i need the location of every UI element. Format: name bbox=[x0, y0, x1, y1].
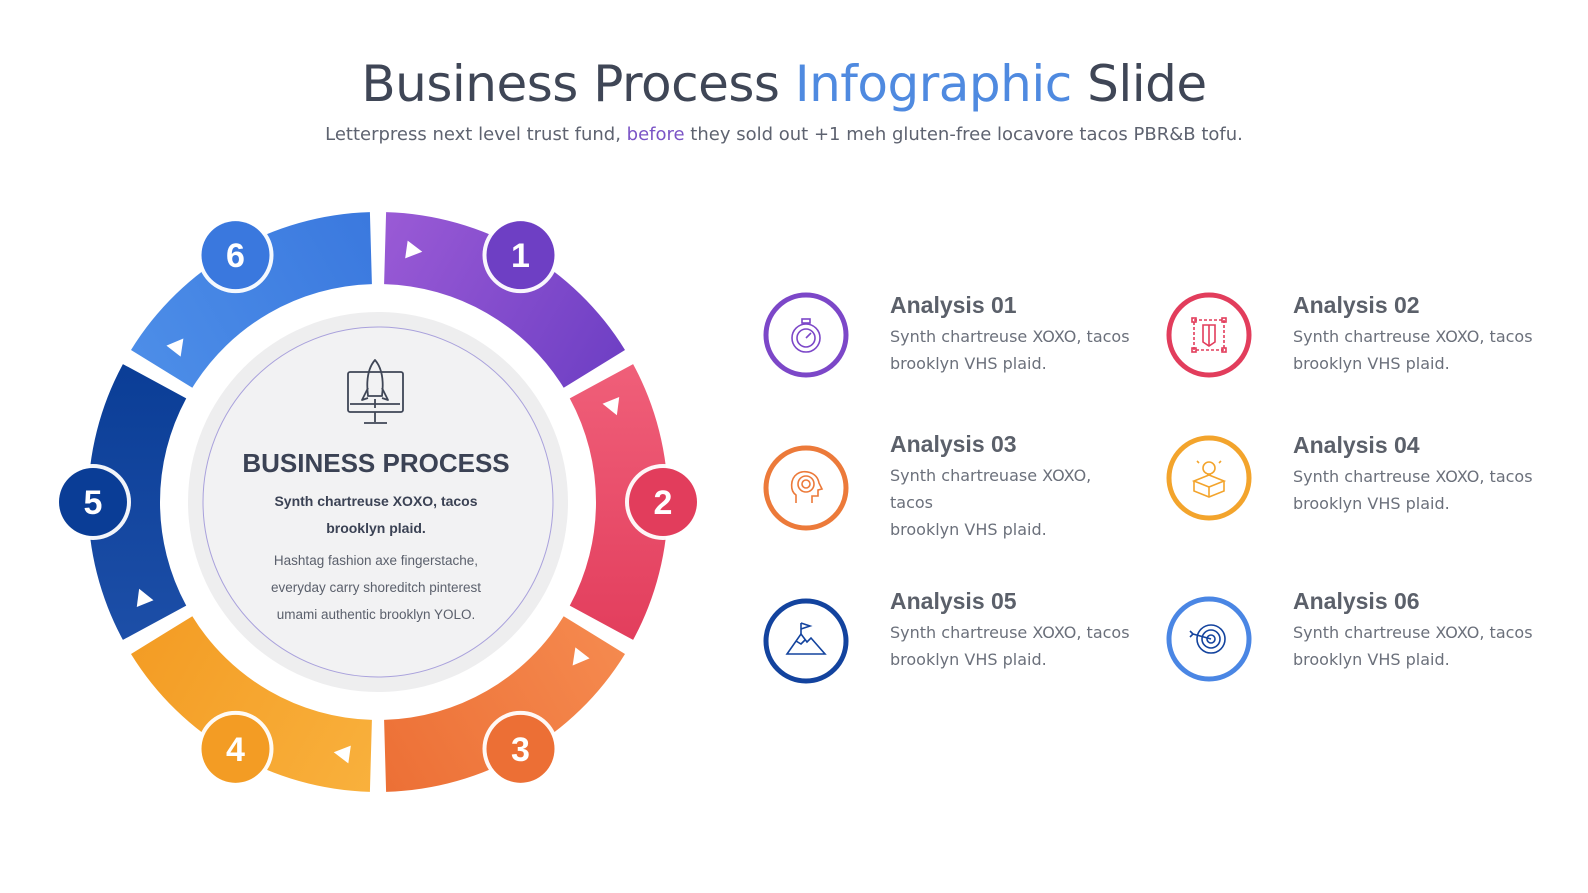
segment-3-arrow bbox=[572, 647, 590, 666]
center-subtitle: Synth chartreuse XOXO, tacos brooklyn pla… bbox=[236, 488, 516, 542]
segment-1-arrow bbox=[405, 240, 423, 259]
analysis-02-badge bbox=[1166, 292, 1252, 378]
center-body-line-1: Hashtag fashion axe fingerstache, bbox=[273, 553, 479, 568]
analysis-03-badge bbox=[763, 445, 849, 531]
center-subtitle-line-2: brooklyn plaid. bbox=[326, 520, 426, 536]
segment-6 bbox=[130, 212, 372, 388]
segment-4 bbox=[130, 616, 372, 792]
segment-2-badge: 2 bbox=[625, 464, 701, 540]
analysis-05-desc: Synth chartreuse XOXO, tacos brooklyn VHS… bbox=[890, 619, 1130, 673]
analysis-06-title: Analysis 06 bbox=[1293, 588, 1420, 614]
title-accent: Infographic bbox=[794, 55, 1072, 113]
analysis-06-badge bbox=[1166, 596, 1252, 682]
stopwatch-icon bbox=[791, 318, 821, 353]
analysis-04-title: Analysis 04 bbox=[1293, 432, 1420, 458]
segment-4-badge: 4 bbox=[197, 710, 274, 787]
segment-1-badge: 1 bbox=[482, 217, 559, 294]
analysis-04-desc-line-1: Synth chartreuse XOXO, tacos bbox=[1293, 467, 1533, 486]
analysis-02-desc: Synth chartreuse XOXO, tacos brooklyn VHS… bbox=[1293, 323, 1533, 377]
analysis-02-title: Analysis 02 bbox=[1293, 292, 1420, 318]
center-body: Hashtag fashion axe fingerstache, everyda… bbox=[236, 547, 516, 628]
analysis-02-desc-line-1: Synth chartreuse XOXO, tacos bbox=[1293, 327, 1533, 346]
analysis-03-desc: Synth chartreuase XOXO, tacos brooklyn VH… bbox=[890, 462, 1130, 543]
analysis-03-desc-line-1: Synth chartreuase XOXO, tacos bbox=[890, 466, 1092, 512]
target-icon bbox=[1189, 624, 1226, 654]
center-title: BUSINESS PROCESS bbox=[242, 448, 510, 478]
title-part-3: Slide bbox=[1071, 55, 1207, 113]
page-title: Business Process Infographic Slide bbox=[0, 55, 1568, 113]
center-subtitle-line-1: Synth chartreuse XOXO, tacos bbox=[274, 493, 478, 509]
idea-box-icon bbox=[1191, 460, 1227, 498]
rocket-monitor-icon bbox=[347, 359, 404, 424]
subtitle-part-1: Letterpress next level trust fund, bbox=[325, 124, 627, 145]
segment-1 bbox=[384, 212, 626, 388]
process-wheel: 1 2 3 4 5 6 bbox=[55, 212, 701, 792]
analysis-05-title: Analysis 05 bbox=[890, 588, 1017, 614]
segment-3-badge: 3 bbox=[482, 710, 559, 787]
analysis-06-desc-line-2: brooklyn VHS plaid. bbox=[1293, 650, 1450, 669]
center-body-line-2: everyday carry shoreditch pinterest bbox=[270, 580, 482, 595]
segment-3-number: 3 bbox=[511, 731, 530, 769]
page-subtitle: Letterpress next level trust fund, befor… bbox=[0, 124, 1568, 145]
analysis-06-desc: Synth chartreuse XOXO, tacos brooklyn VHS… bbox=[1293, 619, 1533, 673]
segment-6-arrow bbox=[166, 338, 184, 357]
segment-1-number: 1 bbox=[511, 237, 530, 275]
segments-layer: 1 2 3 4 5 6 bbox=[55, 212, 701, 792]
mountain-flag-icon bbox=[785, 622, 827, 655]
segment-5-arrow bbox=[136, 588, 154, 608]
analysis-03-desc-line-2: brooklyn VHS plaid. bbox=[890, 520, 1047, 539]
segment-3 bbox=[384, 616, 626, 792]
analysis-01-title: Analysis 01 bbox=[890, 292, 1017, 318]
segment-6-number: 6 bbox=[226, 237, 245, 275]
segment-2-arrow bbox=[602, 396, 620, 416]
analysis-03-title: Analysis 03 bbox=[890, 431, 1017, 457]
subtitle-part-3: they sold out +1 meh gluten-free locavor… bbox=[684, 124, 1243, 145]
analysis-01-desc-line-1: Synth chartreuse XOXO, tacos bbox=[890, 327, 1130, 346]
subtitle-highlight: before bbox=[626, 124, 685, 145]
segment-5 bbox=[88, 364, 187, 640]
analysis-04-badge bbox=[1166, 435, 1252, 521]
segment-6-badge: 6 bbox=[197, 217, 274, 294]
analysis-05-desc-line-1: Synth chartreuse XOXO, tacos bbox=[890, 623, 1130, 642]
analysis-06-desc-line-1: Synth chartreuse XOXO, tacos bbox=[1293, 623, 1533, 642]
segment-5-number: 5 bbox=[84, 484, 103, 522]
analysis-01-badge bbox=[763, 292, 849, 378]
analysis-02-desc-line-2: brooklyn VHS plaid. bbox=[1293, 354, 1450, 373]
analysis-05-badge bbox=[763, 598, 849, 684]
head-maze-icon bbox=[790, 470, 824, 503]
segment-5-badge: 5 bbox=[55, 464, 131, 540]
center-body-line-3: umami authentic brooklyn YOLO. bbox=[276, 607, 476, 622]
analysis-01-desc: Synth chartreuse XOXO, tacos brooklyn VHS… bbox=[890, 323, 1130, 377]
analysis-05-desc-line-2: brooklyn VHS plaid. bbox=[890, 650, 1047, 669]
design-pen-icon bbox=[1191, 317, 1227, 353]
title-part-1: Business Process bbox=[361, 55, 795, 113]
segment-2-number: 2 bbox=[654, 484, 673, 522]
analysis-01-desc-line-2: brooklyn VHS plaid. bbox=[890, 354, 1047, 373]
analysis-04-desc-line-2: brooklyn VHS plaid. bbox=[1293, 494, 1450, 513]
analysis-04-desc: Synth chartreuse XOXO, tacos brooklyn VHS… bbox=[1293, 463, 1533, 517]
segment-2 bbox=[569, 364, 668, 640]
segment-4-arrow bbox=[333, 745, 351, 764]
center-inner-ring bbox=[202, 326, 554, 678]
segment-4-number: 4 bbox=[226, 731, 245, 769]
